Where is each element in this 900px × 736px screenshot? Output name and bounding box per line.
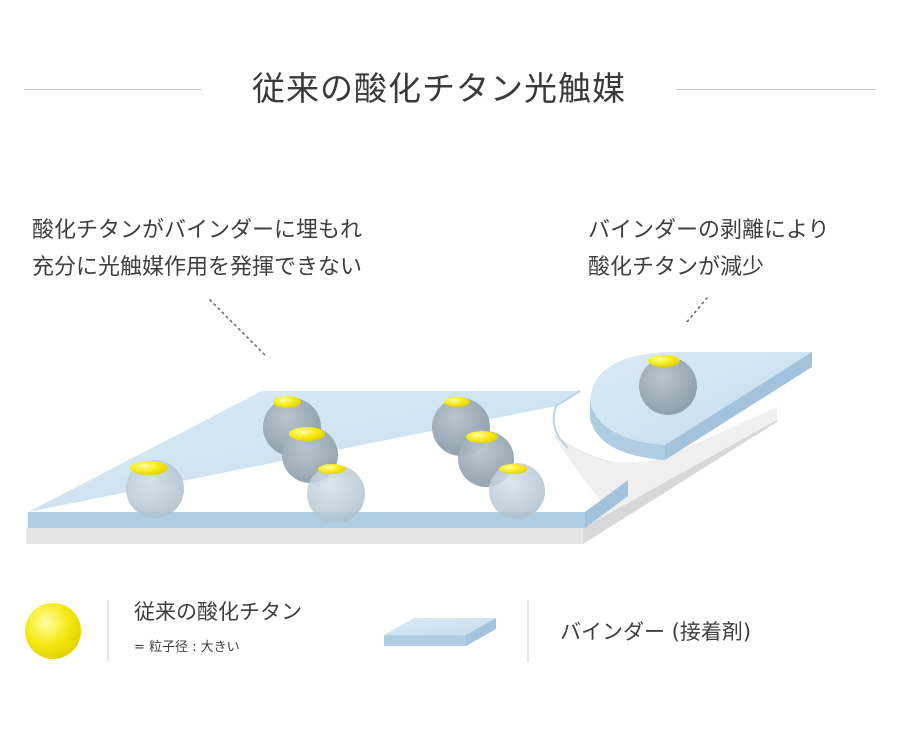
page-title: 従来の酸化チタン光触媒 [252,69,626,108]
caption-right: バインダーの剥離により 酸化チタンが減少 [588,212,830,286]
title-divider-right [676,89,876,90]
legend-titanium-note: = 粒子径 : 大きい [134,640,240,655]
title-divider-left [24,89,202,90]
caption-right-line-2: 酸化チタンが減少 [588,255,765,280]
titanium-particle [639,355,697,415]
caption-right-line-1: バインダーの剥離により [588,218,830,243]
yellow-sphere-icon [25,603,81,659]
leader-dots-left [209,299,267,357]
caption-left: 酸化チタンがバインダーに埋もれ 充分に光触媒作用を発揮できない [32,212,362,286]
legend-binder-label: バインダー (接着剤) [560,620,752,644]
caption-left-line-2: 充分に光触媒作用を発揮できない [32,255,363,280]
leader-dots-right [685,297,708,324]
binder-slab-peeled [590,352,812,460]
titanium-particle [126,460,184,518]
titanium-particle [489,463,545,519]
particle-group-main [126,396,545,523]
caption-left-line-1: 酸化チタンがバインダーに埋もれ [32,218,363,243]
legend-titanium-label: 従来の酸化チタン [134,600,302,624]
titanium-particle [307,464,365,523]
binder-slab-icon [384,618,496,646]
title-row: 従来の酸化チタン光触媒 [0,64,900,114]
legend-icons [25,600,529,662]
